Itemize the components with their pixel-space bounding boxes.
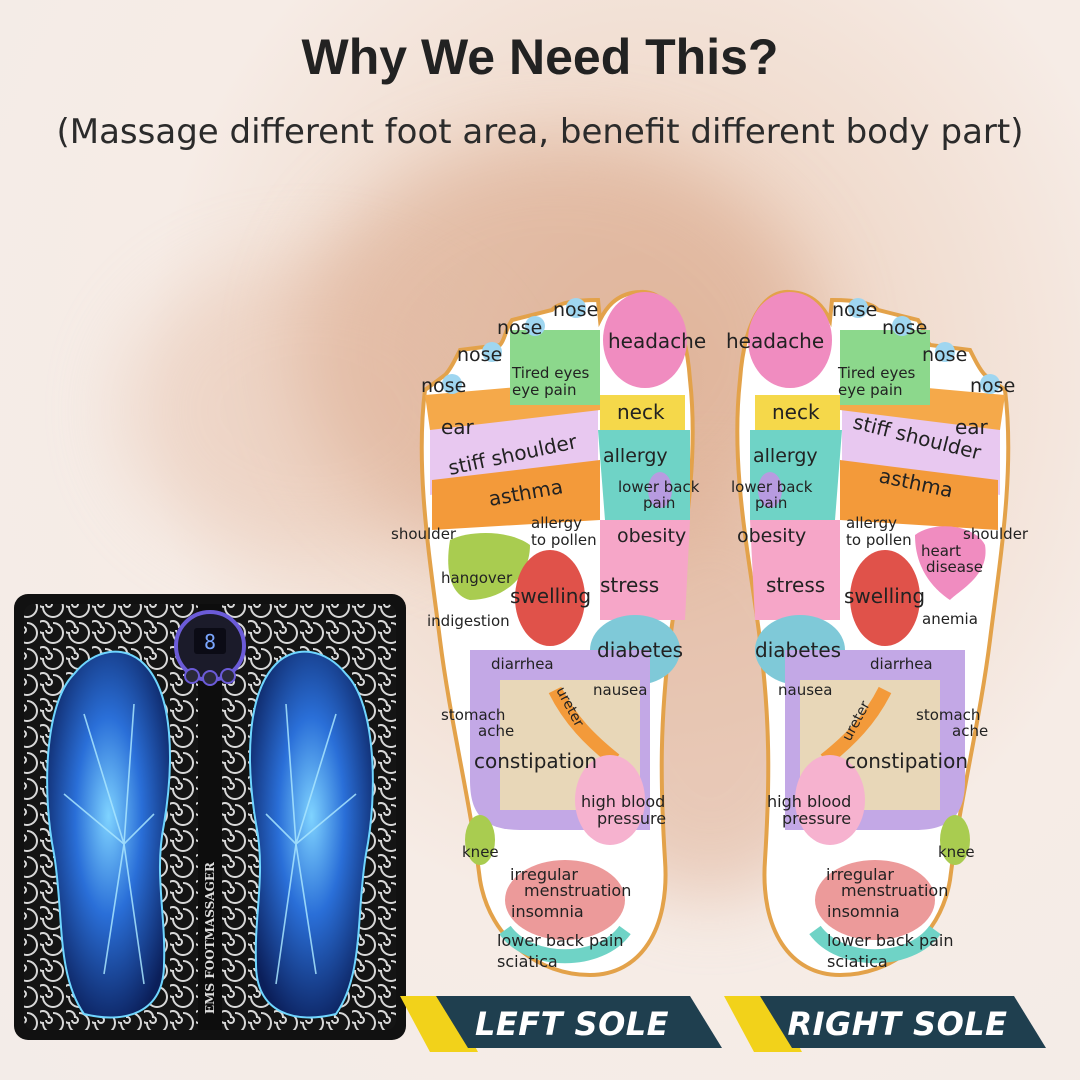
left-sole-label: LEFT SOLE: [474, 1005, 670, 1043]
display-digit: 8: [204, 630, 216, 654]
label-constipation: constipation: [845, 749, 968, 773]
label-pain: pain: [755, 494, 787, 512]
label-swelling: swelling: [844, 584, 925, 608]
left-foot-glow: [46, 650, 171, 1019]
label-knee: knee: [938, 843, 975, 861]
label-allergy-short: allergy: [531, 514, 582, 532]
label-shoulder: shoulder: [963, 525, 1029, 543]
label-heart: heart: [921, 542, 961, 560]
label-irregular: irregular: [826, 865, 894, 884]
label-hangover: hangover: [441, 569, 513, 587]
label-shoulder: shoulder: [391, 525, 457, 543]
label-headache: headache: [608, 329, 706, 353]
label-insomnia: insomnia: [511, 902, 584, 921]
label-nose: nose: [882, 317, 927, 339]
label-knee: knee: [462, 843, 499, 861]
label-nose: nose: [421, 375, 466, 397]
label-headache: headache: [726, 329, 824, 353]
label-to-pollen: to pollen: [846, 531, 912, 549]
label-stress: stress: [766, 573, 825, 597]
left-sole: [419, 289, 695, 978]
label-insomnia: insomnia: [827, 902, 900, 921]
label-nose: nose: [497, 317, 542, 339]
label-pain: pain: [643, 494, 675, 512]
label-pressure: pressure: [597, 809, 666, 828]
label-nausea: nausea: [593, 681, 647, 699]
label-high-blood: high blood: [767, 792, 851, 811]
label-pressure: pressure: [782, 809, 851, 828]
right-foot-glow: [249, 650, 374, 1019]
label-lower-back-pain: lower back pain: [497, 931, 623, 950]
label-diabetes: diabetes: [755, 638, 841, 662]
label-anemia: anemia: [922, 610, 978, 628]
label-stomach: stomach: [441, 706, 505, 724]
label-disease: disease: [926, 558, 983, 576]
label-indigestion: indigestion: [427, 612, 510, 630]
page-title: Why We Need This?: [301, 29, 779, 85]
label-diarrhea: diarrhea: [491, 655, 554, 673]
right-sole: [735, 289, 1011, 978]
label-eye-pain: eye pain: [512, 381, 577, 399]
right-sole-label: RIGHT SOLE: [787, 1005, 1008, 1043]
mat-button-2[interactable]: [202, 670, 218, 686]
label-allergy-short: allergy: [846, 514, 897, 532]
label-tired-eyes: Tired eyes: [511, 364, 590, 382]
label-high-blood: high blood: [581, 792, 665, 811]
mat-button-1[interactable]: [184, 668, 200, 684]
label-ear: ear: [955, 415, 989, 439]
label-allergy: allergy: [753, 445, 818, 467]
label-lower-back: lower back: [618, 478, 700, 496]
mat-brand-text: EMS FOOTMASSAGER: [203, 861, 217, 1014]
foot-massager-mat: 8 EMS FOOTMASSAGER: [14, 594, 406, 1040]
label-ache: ache: [952, 722, 988, 740]
label-obesity: obesity: [617, 525, 686, 547]
label-diarrhea: diarrhea: [870, 655, 933, 673]
label-stomach: stomach: [916, 706, 980, 724]
left-sole-banner: [400, 996, 722, 1052]
label-eye-pain: eye pain: [838, 381, 903, 399]
page-subtitle: (Massage different foot area, benefit di…: [56, 112, 1024, 152]
label-lower-back: lower back: [731, 478, 813, 496]
label-nausea: nausea: [778, 681, 832, 699]
mat-button-3[interactable]: [220, 668, 236, 684]
label-sciatica: sciatica: [827, 952, 888, 971]
label-nose: nose: [832, 299, 877, 321]
label-ache: ache: [478, 722, 514, 740]
label-stress: stress: [600, 573, 659, 597]
label-nose: nose: [922, 344, 967, 366]
label-tired-eyes: Tired eyes: [837, 364, 916, 382]
label-constipation: constipation: [474, 749, 597, 773]
label-to-pollen: to pollen: [531, 531, 597, 549]
label-nose: nose: [457, 344, 502, 366]
label-swelling: swelling: [510, 584, 591, 608]
label-nose: nose: [970, 375, 1015, 397]
label-ear: ear: [441, 415, 475, 439]
label-lower-back-pain: lower back pain: [827, 931, 953, 950]
label-obesity: obesity: [737, 525, 806, 547]
label-neck: neck: [617, 400, 665, 424]
right-sole-banner: [724, 996, 1046, 1052]
label-menstruation: menstruation: [524, 881, 631, 900]
label-diabetes: diabetes: [597, 638, 683, 662]
label-sciatica: sciatica: [497, 952, 558, 971]
label-nose: nose: [553, 299, 598, 321]
label-irregular: irregular: [510, 865, 578, 884]
label-menstruation: menstruation: [841, 881, 948, 900]
label-allergy: allergy: [603, 445, 668, 467]
label-neck: neck: [772, 400, 820, 424]
